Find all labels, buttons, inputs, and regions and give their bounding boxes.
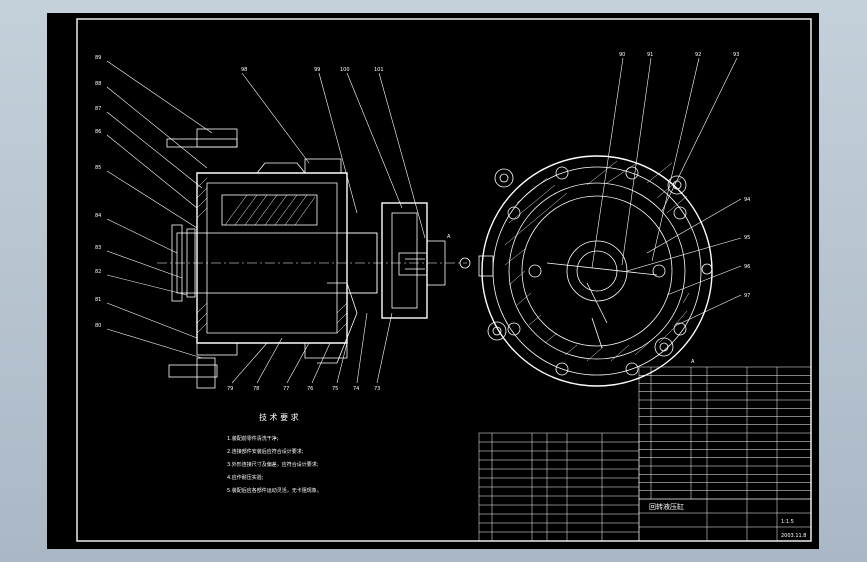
callout-92: 92: [695, 52, 701, 58]
callout-93: 93: [733, 52, 739, 58]
section-mark-a-top: A: [447, 234, 451, 240]
title-block-name: 回转液压缸: [649, 502, 684, 511]
callout-95: 95: [744, 235, 750, 241]
callout-94: 94: [744, 197, 750, 203]
callout-73: 73: [374, 386, 380, 392]
callout-85: 85: [95, 165, 101, 171]
section-mark-a-bottom: A: [691, 359, 695, 365]
callout-91: 91: [647, 52, 653, 58]
callout-74: 74: [353, 386, 359, 392]
callout-99: 99: [314, 67, 320, 73]
callout-79: 79: [227, 386, 233, 392]
callout-labels: 89 88 87 86 85 84 83 82 81 80 98 99 100 …: [95, 52, 750, 392]
tech-note-5: 5.装配后应各部件运动灵活，无卡阻现象。: [227, 487, 322, 494]
end-view: [459, 155, 713, 387]
parts-list: [478, 366, 812, 542]
callout-77: 77: [283, 386, 289, 392]
callout-87: 87: [95, 106, 101, 112]
tech-note-2: 2.连接部件安装后应符合设计要求;: [227, 448, 304, 455]
cad-drawing: 89 88 87 86 85 84 83 82 81 80 98 99 100 …: [76, 18, 812, 542]
callout-82: 82: [95, 269, 101, 275]
drawing-frame: [76, 18, 812, 542]
callout-88: 88: [95, 81, 101, 87]
callout-89: 89: [95, 55, 101, 61]
callout-96: 96: [744, 264, 750, 270]
technical-requirements: 技 术 要 求 1.装配前零件清洗干净; 2.连接部件安装后应符合设计要求; 3…: [227, 412, 322, 494]
callout-83: 83: [95, 245, 101, 251]
callout-100: 100: [340, 67, 350, 73]
callout-76: 76: [307, 386, 313, 392]
tech-title: 技 术 要 求: [259, 412, 299, 422]
callout-90: 90: [619, 52, 625, 58]
title-block-scale: 1:1.5: [781, 519, 794, 525]
tech-note-1: 1.装配前零件清洗干净;: [227, 435, 279, 442]
callout-80: 80: [95, 323, 101, 329]
tech-note-4: 4.应作耐压实验;: [227, 474, 264, 481]
title-block-text: 回转液压缸 1:1.5 2003.11.8: [649, 502, 806, 539]
callout-101: 101: [374, 67, 384, 73]
callout-84: 84: [95, 213, 101, 219]
drawing-sheet: 89 88 87 86 85 84 83 82 81 80 98 99 100 …: [47, 13, 819, 549]
leader-lines: [106, 57, 742, 384]
callout-98: 98: [241, 67, 247, 73]
section-view: [157, 128, 467, 389]
tech-note-3: 3.外形连接尺寸及偏差，应符合设计要求;: [227, 461, 319, 468]
callout-81: 81: [95, 297, 101, 303]
callout-86: 86: [95, 129, 101, 135]
callout-75: 75: [332, 386, 338, 392]
callout-97: 97: [744, 293, 750, 299]
title-block-date: 2003.11.8: [781, 533, 806, 539]
callout-78: 78: [253, 386, 259, 392]
